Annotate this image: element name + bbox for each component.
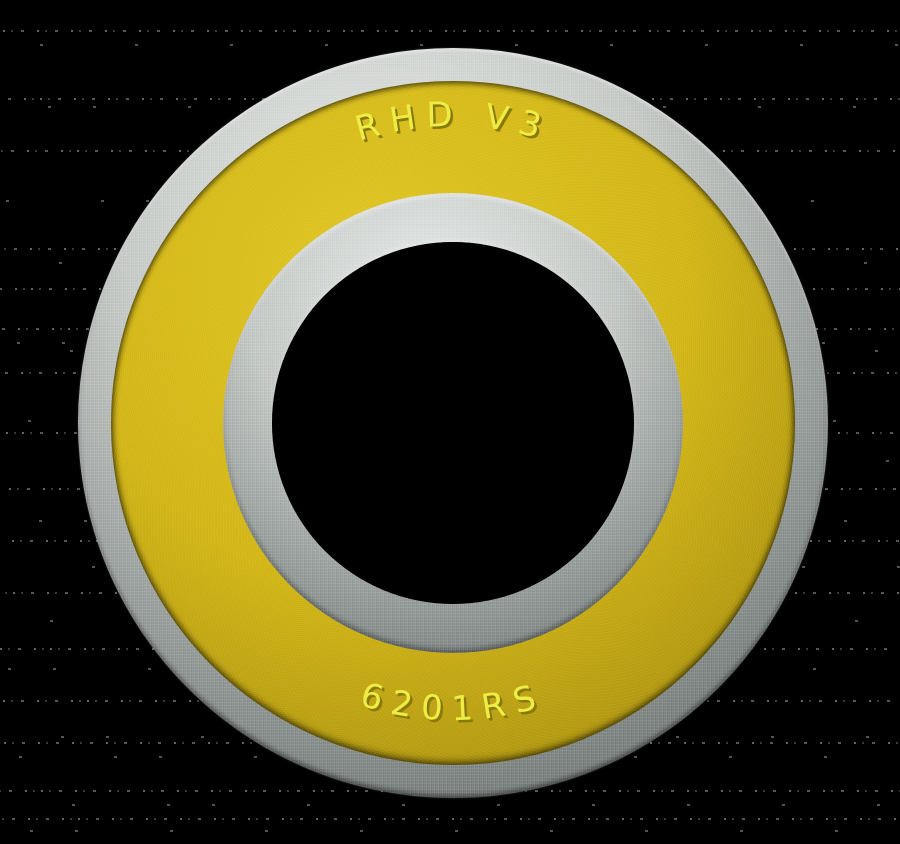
bore-hole: [272, 242, 634, 604]
